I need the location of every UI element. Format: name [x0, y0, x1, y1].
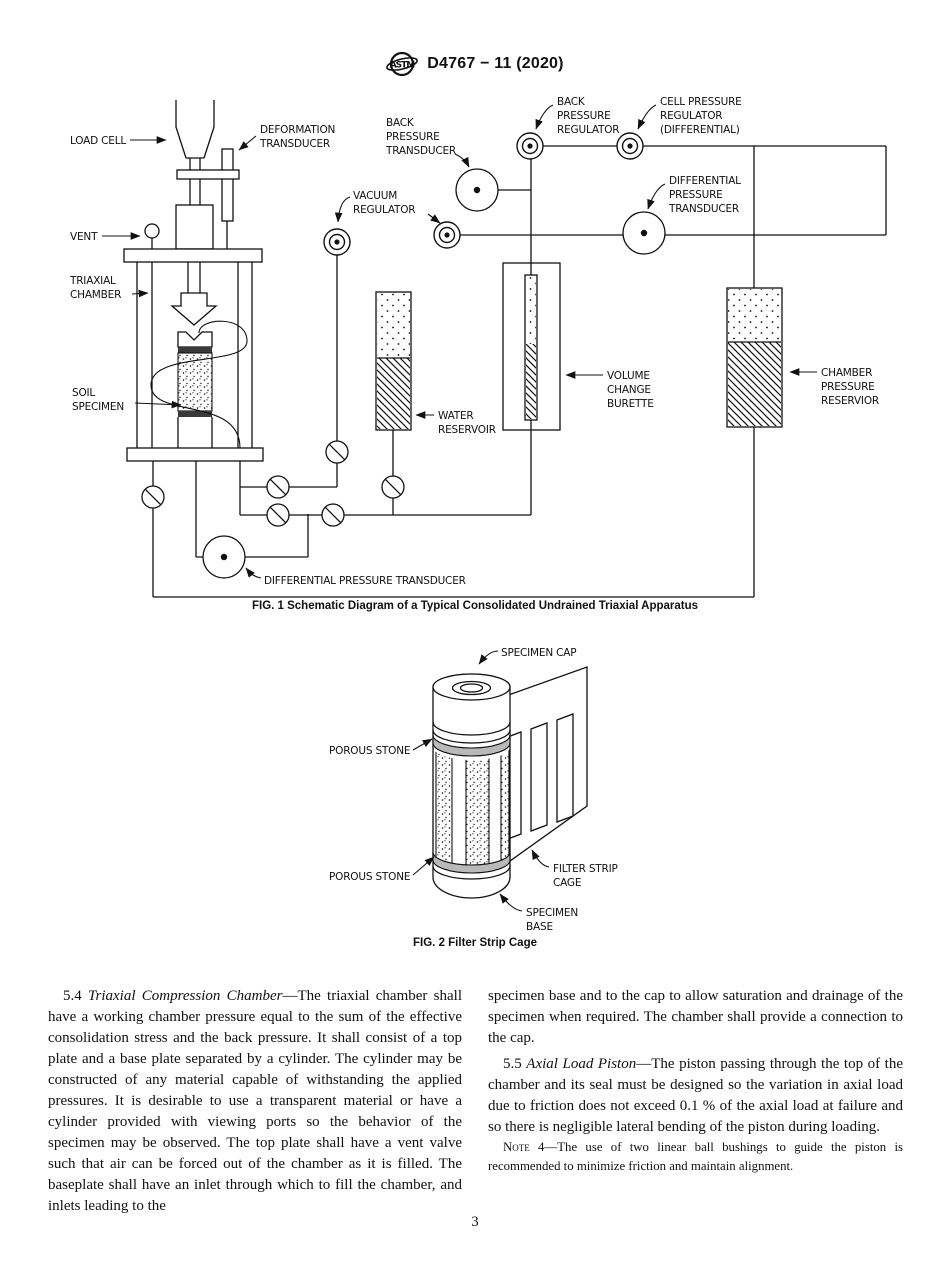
triaxial-chamber-label: CHAMBER [70, 289, 121, 301]
vacuum-regulator-label: VACUUM [353, 190, 397, 202]
filter-strip-cage-label: FILTER STRIP [553, 863, 618, 875]
differential-pressure-transducer-icon [622, 211, 666, 255]
cage-sheet-drawing [502, 666, 588, 868]
fig2-caption: FIG. 2 Filter Strip Cage [413, 937, 537, 949]
water-reservoir-label: WATER [438, 410, 474, 422]
differential-pressure-transducer-label: DIFFERENTIAL [669, 175, 741, 187]
volume-change-burette-tube [524, 274, 538, 421]
back-pressure-transducer-label: PRESSURE [386, 131, 440, 143]
porous-stone-drawing [178, 411, 212, 417]
porous-stone-label: POROUS STONE [329, 745, 410, 757]
fig1-labels: LOAD CELL DEFORMATION TRANSDUCER VENT TR… [69, 96, 879, 587]
load-cell-label: LOAD CELL [70, 135, 126, 147]
porous-stone-band-drawing [432, 851, 511, 874]
vacuum-regulator-icon [323, 228, 351, 256]
fig1-caption: FIG. 1 Schematic Diagram of a Typical Co… [251, 600, 699, 612]
back-pressure-transducer-label: BACK [386, 117, 415, 129]
section-text: —The triaxial chamber shall have a worki… [48, 988, 462, 1214]
section-number: 5.5 [503, 1056, 527, 1072]
deformation-transducer-label: TRANSDUCER [259, 138, 330, 150]
astm-logo-icon: ASTM [386, 51, 419, 77]
standard-designation: D4767 − 11 (2020) [427, 55, 564, 72]
paragraph-5-5: 5.5 Axial Load Piston—The piston passing… [488, 1054, 903, 1138]
chamber-pressure-reservoir-drawing [726, 287, 783, 428]
note-4: Note 4—The use of two linear ball bushin… [488, 1138, 903, 1175]
back-pressure-regulator-label: PRESSURE [557, 110, 611, 122]
paragraph-5-4: 5.4 Triaxial Compression Chamber—The tri… [48, 986, 462, 1217]
specimen-base-label: SPECIMEN [526, 907, 578, 919]
cell-pressure-regulator-label: CELL PRESSURE [660, 96, 742, 108]
valve-icon [266, 503, 290, 527]
astm-logo-text: ASTM [390, 61, 416, 71]
filter-strip-cage-label: CAGE [553, 877, 581, 889]
volume-change-burette-label: VOLUME [607, 370, 650, 382]
paragraph-5-4-continued: specimen base and to the cap to allow sa… [488, 986, 903, 1049]
soil-specimen-label: SPECIMEN [72, 401, 124, 413]
piston-arrow-icon [170, 292, 218, 326]
triaxial-chamber-label: TRIAXIAL [69, 275, 116, 287]
differential-pressure-transducer-label: TRANSDUCER [668, 203, 739, 215]
deformation-transducer-label: DEFORMATION [260, 124, 335, 136]
water-reservoir-label: RESERVOIR [438, 424, 496, 436]
soil-specimen-drawing [177, 352, 213, 412]
back-pressure-regulator-icon [516, 132, 544, 160]
water-reservoir-drawing [375, 291, 412, 431]
chamber-pressure-reservoir-label: CHAMBER [821, 367, 872, 379]
porous-stone-label: POROUS STONE [329, 871, 410, 883]
vent-valve-icon [144, 223, 160, 239]
section-number: 5.4 [63, 988, 88, 1004]
page-number: 3 [471, 1214, 479, 1230]
section-title: Triaxial Compression Chamber [88, 988, 283, 1004]
valve-icon [266, 475, 290, 499]
fig2-leader-lines [412, 650, 550, 912]
section-text: specimen base and to the cap to allow sa… [488, 988, 903, 1046]
drainage-line-drawing [150, 320, 248, 449]
valve-icon [321, 503, 345, 527]
differential-pressure-transducer-icon [202, 535, 246, 579]
back-pressure-transducer-label: TRANSDUCER [385, 145, 456, 157]
filter-strips-drawing [435, 747, 510, 866]
soil-specimen-label: SOIL [72, 387, 95, 399]
back-pressure-transducer-icon [455, 168, 499, 212]
chamber-pressure-reservoir-label: PRESSURE [821, 381, 875, 393]
cell-pressure-regulator-label: REGULATOR [660, 110, 722, 122]
vacuum-regulator-icon [433, 221, 461, 249]
fig1-schematic-triaxial-apparatus: LOAD CELL DEFORMATION TRANSDUCER VENT TR… [69, 96, 887, 598]
cell-pressure-regulator-label: (DIFFERENTIAL) [660, 124, 740, 136]
triaxial-chamber-drawing [123, 100, 264, 462]
body-column-left: 5.4 Triaxial Compression Chamber—The tri… [48, 986, 462, 1217]
note-text: 4—The use of two linear ball bushings to… [488, 1140, 903, 1173]
back-pressure-regulator-label: REGULATOR [557, 124, 619, 136]
section-text: —The piston passing through the top of t… [488, 1056, 903, 1135]
chamber-pressure-reservoir-label: RESERVIOR [821, 395, 879, 407]
valve-icon [325, 440, 349, 464]
specimen-cylinder-drawing [432, 673, 511, 899]
porous-stone-band-drawing [432, 734, 511, 757]
section-title: Axial Load Piston [526, 1056, 637, 1072]
specimen-base-label: BASE [526, 921, 553, 933]
body-column-right: specimen base and to the cap to allow sa… [488, 986, 903, 1175]
volume-change-burette-label: BURETTE [607, 398, 654, 410]
differential-pressure-transducer-label: PRESSURE [669, 189, 723, 201]
differential-pressure-transducer-label: DIFFERENTIAL PRESSURE TRANSDUCER [264, 575, 466, 587]
volume-change-burette-label: CHANGE [607, 384, 651, 396]
specimen-cap-label: SPECIMEN CAP [501, 647, 576, 659]
vacuum-regulator-label: REGULATOR [353, 204, 415, 216]
vent-label: VENT [70, 231, 98, 243]
back-pressure-regulator-label: BACK [557, 96, 586, 108]
valve-icon [381, 475, 405, 499]
valve-icon [141, 485, 165, 509]
specimen-cap-drawing [177, 331, 213, 348]
fig2-filter-strip-cage: SPECIMEN CAP POROUS STONE POROUS STONE F… [329, 647, 618, 933]
note-word: Note [503, 1140, 530, 1154]
fig1-leader-lines [102, 104, 817, 579]
fig2-labels: SPECIMEN CAP POROUS STONE POROUS STONE F… [329, 647, 618, 933]
cell-pressure-regulator-icon [616, 132, 644, 160]
porous-stone-drawing [178, 347, 212, 353]
page-header: ASTM D4767 − 11 (2020) [0, 50, 950, 78]
